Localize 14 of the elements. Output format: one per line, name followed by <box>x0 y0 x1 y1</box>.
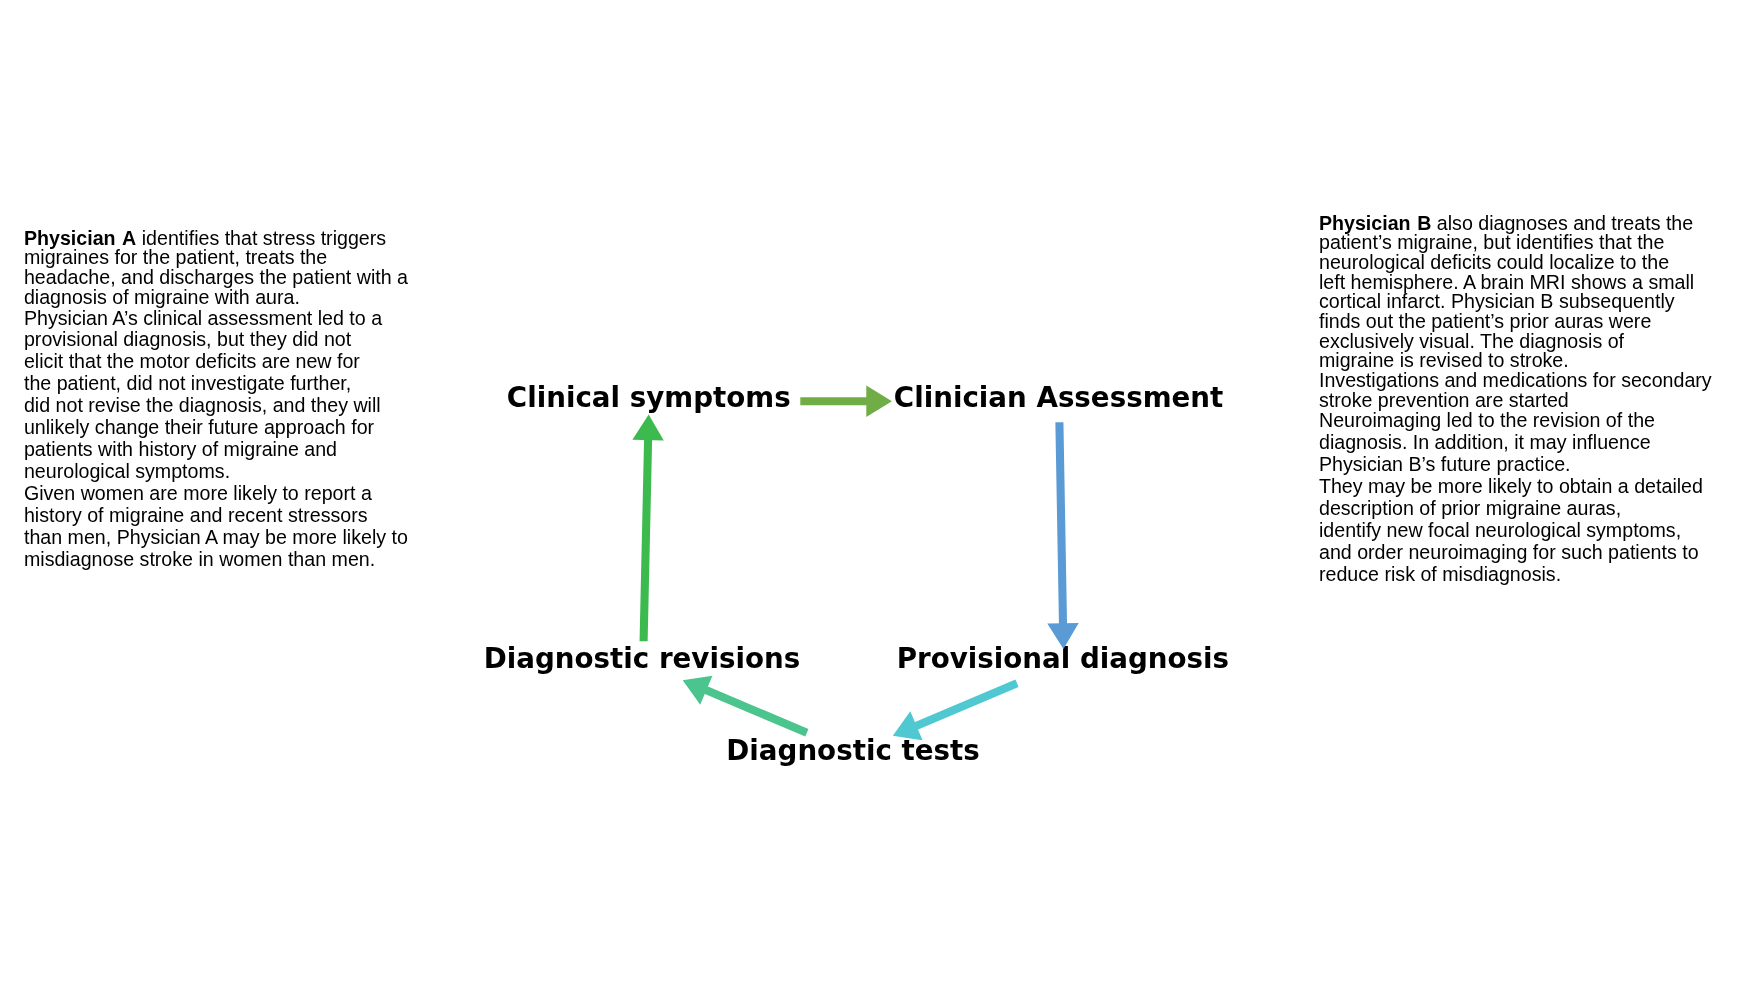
node-text: Clinician Assessment <box>893 380 1223 414</box>
arrow <box>799 385 892 417</box>
arrow <box>631 414 664 641</box>
node-text: Diagnostic revisions <box>483 641 800 675</box>
node-text: Diagnostic tests <box>725 733 980 767</box>
arrow <box>1046 421 1079 649</box>
node-text: Clinical symptoms <box>506 380 791 414</box>
arrow <box>682 675 808 736</box>
label: Given women are more likely to report a history of migraine and recent stressors than men, Physician A may be more likely to misdiagnose stroke in women than men. <box>23 481 408 570</box>
label: Physician B also diagnoses and treats the patient’s migraine, but identifies that the neurological deficits could localize to the left hemisphere. A brain MRI shows a small cortical infarct. Physician B subsequently finds out the patient’s prior auras were exclusively visual. The diagnosis of migraine is revised to stroke. Investigations and medications for secondary stroke prevention are started <box>1318 211 1712 411</box>
label: Physician A identifies that stress triggers migraines for the patient, treats the headache, and discharges the patient with a diagnosis of migraine with aura. <box>23 226 408 308</box>
node-text: Provisional diagnosis <box>896 641 1229 675</box>
arrow <box>892 679 1019 740</box>
label: They may be more likely to obtain a detailed description of prior migraine auras, identify new focal neurological symptoms, and order neuroimaging for such patients to reduce risk of misdiagnosis. <box>1318 474 1703 585</box>
